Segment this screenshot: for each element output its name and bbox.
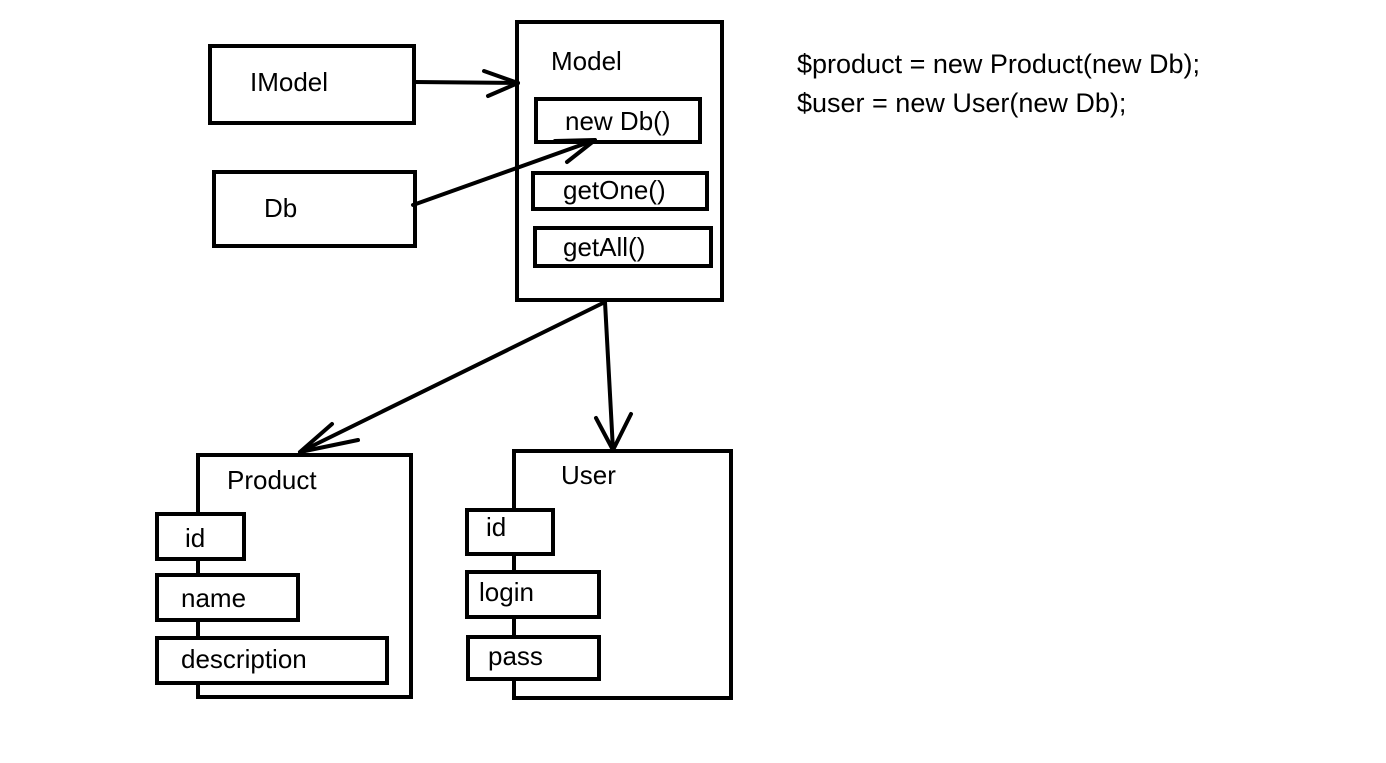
db-label: Db: [264, 193, 298, 223]
method-get-one-box: [531, 171, 709, 211]
imodel-label: IModel: [250, 67, 329, 97]
imodel-box: [208, 44, 416, 125]
product-field-id: id: [185, 523, 206, 553]
user-field-id-box: [465, 508, 555, 556]
imodel-to-model-arrow: [412, 69, 520, 98]
model-to-user-arrow: [594, 300, 633, 452]
model-to-product-arrow: [298, 300, 607, 454]
user-field-pass: pass: [488, 641, 543, 671]
product-field-description-box: [155, 636, 389, 685]
user-field-login: login: [479, 577, 534, 607]
product-title: Product: [227, 465, 317, 495]
user-field-id: id: [486, 512, 507, 542]
method-get-all: getAll(): [563, 232, 646, 262]
code-line-product: $product = new Product(new Db);: [797, 49, 1200, 79]
user-field-login-box: [465, 570, 601, 619]
code-line-user: $user = new User(new Db);: [797, 88, 1127, 118]
method-new-db-box: [534, 97, 702, 144]
method-get-all-box: [533, 226, 713, 268]
model-title: Model: [551, 46, 622, 76]
user-title: User: [561, 460, 616, 490]
model-box: [515, 20, 724, 302]
product-field-id-box: [155, 512, 246, 561]
product-field-name: name: [181, 583, 247, 613]
db-box: [212, 170, 417, 248]
product-field-description: description: [181, 644, 307, 674]
user-field-pass-box: [466, 635, 601, 681]
product-field-name-box: [155, 573, 300, 622]
method-get-one: getOne(): [563, 175, 666, 205]
method-new-db: new Db(): [565, 106, 671, 136]
